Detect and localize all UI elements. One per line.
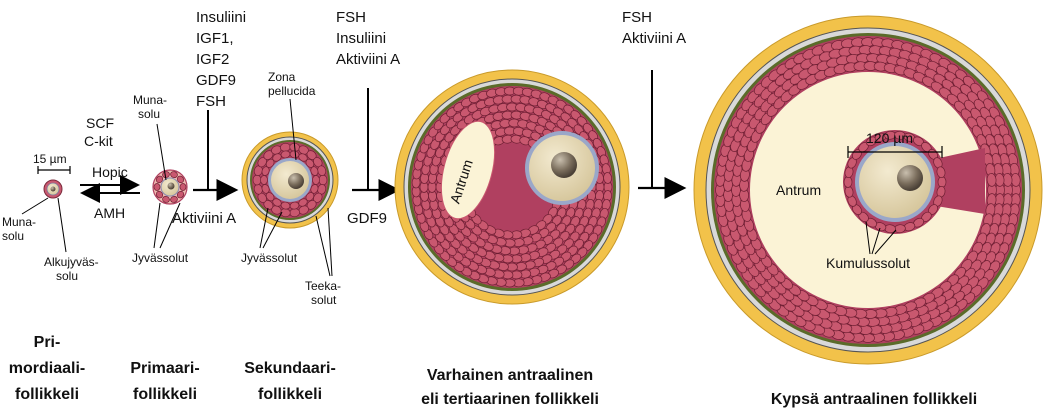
- primordial-scale-bar: 15 µm: [33, 152, 70, 174]
- scf-label: SCF: [86, 115, 114, 131]
- theca-label-1: Teeka-: [305, 279, 341, 293]
- primary-stage-1: Primaari-: [130, 360, 199, 377]
- early-antral-stage-1: Varhainen antraalinen: [427, 367, 593, 384]
- primordial-oocyte-label-1: Muna-: [2, 215, 36, 229]
- mature-antrum-label: Antrum: [776, 182, 821, 198]
- granulosa-cell: [261, 176, 268, 185]
- early-antral-stage-2: eli tertiaarinen follikkeli: [421, 391, 599, 408]
- germcell-label-2: solu: [56, 269, 78, 283]
- early-antral-follicle: [395, 70, 629, 304]
- primary-oocyte-label-2: solu: [138, 107, 160, 121]
- arrow2-factor-3: Aktiviini A: [336, 51, 400, 68]
- arrow2-below: GDF9: [347, 210, 387, 227]
- granulosa-cell: [938, 177, 946, 188]
- granulosa-cell: [313, 176, 320, 185]
- granulosa-cell: [253, 175, 261, 185]
- granulosa-cell: [180, 184, 186, 191]
- primordial-stage-3: follikkeli: [15, 386, 79, 403]
- secondary-follicle: [242, 132, 338, 228]
- ckit-label: C-kit: [84, 133, 113, 149]
- zona-label-2: pellucida: [268, 84, 316, 98]
- amh-label: AMH: [94, 205, 125, 221]
- bidirectional-arrow: [80, 185, 140, 193]
- hopic-label: Hopic: [92, 164, 128, 180]
- arrow-secondary-to-early-antral: [352, 88, 396, 190]
- arrow-early-to-mature: [638, 70, 682, 188]
- arrow1-factor-1: Insuliini: [196, 9, 246, 26]
- arrow-primary-to-secondary: [193, 110, 234, 190]
- granulosa-cell: [154, 184, 160, 191]
- secondary-granulosa-label: Jyvässolut: [241, 251, 298, 265]
- arrow2-factor-2: Insuliini: [336, 30, 386, 47]
- arrow2-factor-1: FSH: [336, 9, 366, 26]
- primary-follicle: [153, 170, 187, 204]
- mature-scale-label: 120 µm: [866, 130, 913, 146]
- secondary-stage-2: follikkeli: [258, 386, 322, 403]
- arrow1-below: Aktiviini A: [172, 210, 236, 227]
- zona-label-1: Zona: [268, 70, 296, 84]
- arrow3-factor-2: Aktiviini A: [622, 30, 686, 47]
- primary-granulosa-label: Jyvässolut: [132, 251, 189, 265]
- arrow1-factor-4: GDF9: [196, 72, 236, 89]
- arrow1-factor-3: IGF2: [196, 51, 229, 68]
- primary-stage-2: follikkeli: [133, 386, 197, 403]
- oocyte-pointer: [22, 198, 48, 214]
- germcell-pointer: [58, 198, 66, 252]
- mature-stage: Kypsä antraalinen follikkeli: [771, 391, 977, 408]
- secondary-stage-1: Sekundaari-: [244, 360, 336, 377]
- primordial-follicle: [44, 180, 62, 198]
- arrow1-factor-2: IGF1,: [196, 30, 234, 47]
- arrow1-factor-5: FSH: [196, 93, 226, 110]
- primordial-scale-label: 15 µm: [33, 152, 67, 166]
- arrow3-factor-1: FSH: [622, 9, 652, 26]
- primordial-stage-1: Pri-: [34, 334, 61, 351]
- granulosa-cell: [319, 175, 327, 185]
- cumulus-label: Kumulussolut: [826, 255, 910, 271]
- mature-antral-follicle: [694, 16, 1042, 364]
- primordial-stage-2: mordiaali-: [9, 360, 85, 377]
- germcell-label-1: Alkujyväs-: [44, 255, 99, 269]
- primary-oocyte-label-1: Muna-: [133, 93, 167, 107]
- primordial-oocyte-label-2: solu: [2, 229, 24, 243]
- granulosa-cell: [844, 177, 852, 188]
- theca-label-2: solut: [311, 293, 337, 307]
